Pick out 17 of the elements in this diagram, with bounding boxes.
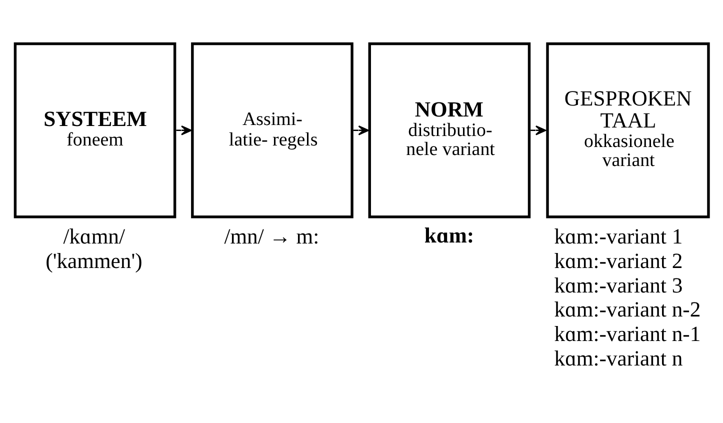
arrow (353, 125, 369, 136)
node-box: SYSTEEM foneem (14, 42, 176, 218)
node-label: kɑm:-variant n-2 (554, 298, 701, 322)
node-label: kɑm:-variant n-1 (554, 322, 701, 346)
node-box: Assimi- latie- regels (191, 42, 354, 218)
arrow (176, 125, 192, 136)
arrow (530, 125, 546, 136)
node-label: kɑm:-variant 3 (554, 273, 683, 298)
node-label: /mn/ → m: (224, 224, 320, 249)
node-label: kɑm: (424, 223, 474, 248)
node-box: NORM distributio- nele variant (368, 42, 531, 218)
node-label: kɑm:-variant 1 (554, 224, 683, 249)
node-label: /kɑmn/ (63, 224, 126, 249)
node-box: GESPROKEN TAAL okkasionele variant (546, 42, 710, 218)
node-label: kɑm:-variant 2 (554, 249, 683, 274)
node-label: kɑm:-variant n (554, 346, 683, 370)
node-label: ('kammen') (46, 249, 142, 274)
